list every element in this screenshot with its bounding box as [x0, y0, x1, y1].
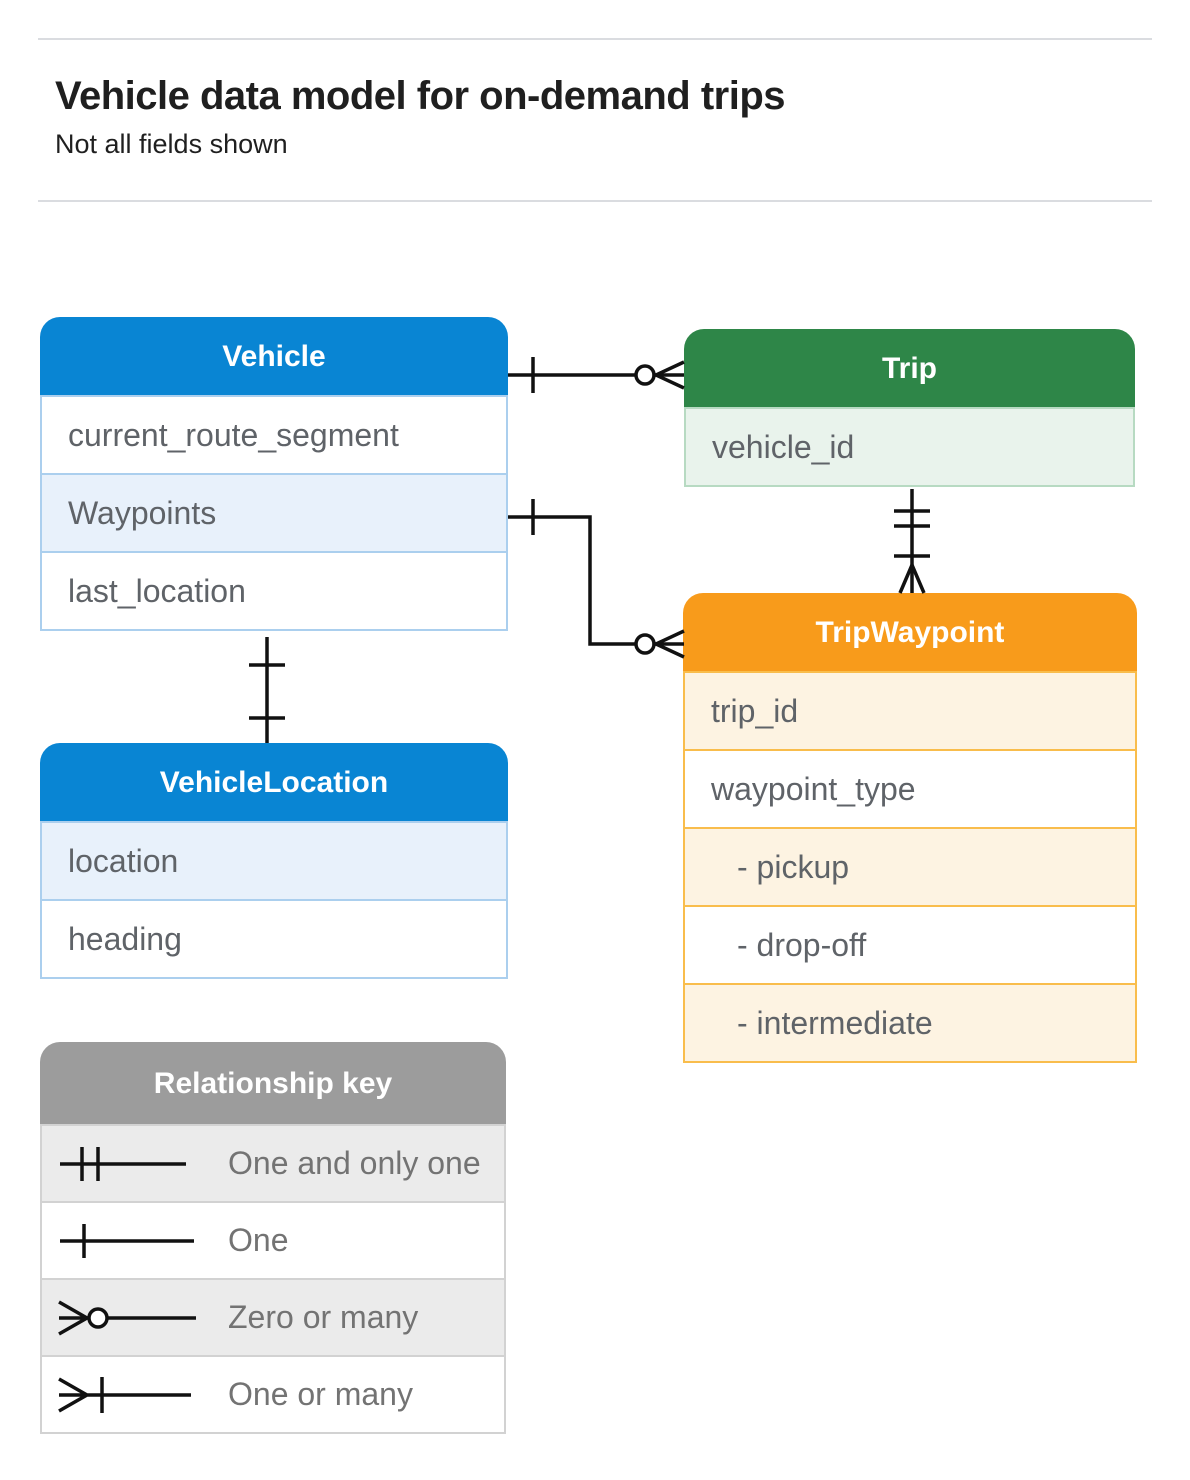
header-divider [38, 200, 1152, 202]
list-item: One [40, 1201, 506, 1280]
trip-waypoint-table: TripWaypoint trip_id waypoint_type - pic… [683, 593, 1137, 1063]
table-row: last_location [40, 551, 508, 631]
table-row: location [40, 821, 508, 901]
legend-label: One and only one [228, 1145, 481, 1181]
page-subtitle: Not all fields shown [55, 129, 288, 159]
vehicle-table-header: Vehicle [40, 317, 508, 397]
vehicle-location-table-header: VehicleLocation [40, 743, 508, 823]
table-row: current_route_segment [40, 395, 508, 475]
list-item: One or many [40, 1355, 506, 1434]
table-row: trip_id [683, 671, 1137, 751]
legend-label: One [228, 1222, 289, 1258]
legend-label: One or many [228, 1376, 413, 1412]
table-row: waypoint_type [683, 749, 1137, 829]
connector-vehicle-trip [508, 357, 685, 393]
table-row: - intermediate [683, 983, 1137, 1063]
table-row: vehicle_id [684, 407, 1135, 487]
relationship-key-header: Relationship key [40, 1042, 506, 1126]
relationship-key: Relationship key One and only one One Ze… [40, 1042, 506, 1434]
connector-vehicle-vehiclelocation [249, 637, 285, 743]
connector-waypoints-tripwaypoint [508, 499, 685, 659]
table-row: heading [40, 899, 508, 979]
zero-or-many-symbol-icon [58, 1299, 196, 1336]
vehicle-location-table: VehicleLocation location heading [40, 743, 508, 979]
one-or-many-symbol-icon [58, 1376, 191, 1413]
one-and-only-one-symbol-icon [60, 1146, 186, 1181]
connector-trip-tripwaypoint [894, 489, 930, 594]
list-item: One and only one [40, 1124, 506, 1203]
table-row: - drop-off [683, 905, 1137, 985]
legend-label: Zero or many [228, 1299, 419, 1335]
table-row: - pickup [683, 827, 1137, 907]
trip-table-header: Trip [684, 329, 1135, 409]
top-divider [38, 38, 1152, 40]
vehicle-table: Vehicle current_route_segment Waypoints … [40, 317, 508, 631]
trip-waypoint-table-header: TripWaypoint [683, 593, 1137, 673]
list-item: Zero or many [40, 1278, 506, 1357]
one-symbol-icon [60, 1223, 194, 1258]
trip-table: Trip vehicle_id [684, 329, 1135, 487]
table-row: Waypoints [40, 473, 508, 553]
page-title: Vehicle data model for on-demand trips [55, 74, 786, 118]
